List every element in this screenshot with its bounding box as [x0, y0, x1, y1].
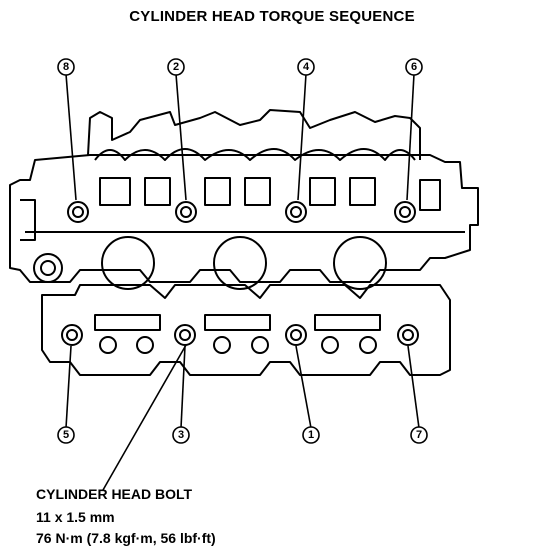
- callout-1: 1: [308, 429, 314, 441]
- leader-5: [65, 345, 72, 429]
- port-bore-center: [213, 236, 267, 290]
- callout-circle-8: [57, 58, 75, 76]
- callout-3: 3: [178, 429, 184, 441]
- callout-6: 6: [411, 61, 417, 73]
- bolt-8: [67, 201, 89, 223]
- callout-circle-3: [172, 426, 190, 444]
- bolt-extra-left: [33, 253, 63, 283]
- bolt-6: [394, 201, 416, 223]
- bolt-5: [61, 324, 83, 346]
- leader-2: [175, 73, 187, 201]
- bolt-name: CYLINDER HEAD BOLT: [36, 486, 193, 502]
- callout-circle-4: [297, 58, 315, 76]
- bolt-2: [175, 201, 197, 223]
- port-bore-left: [101, 236, 155, 290]
- leader-7: [407, 345, 420, 429]
- leader-3: [180, 345, 186, 429]
- bolt-3: [174, 324, 196, 346]
- head-left-detail: [20, 199, 36, 241]
- callout-4: 4: [303, 61, 310, 73]
- leader-1: [295, 345, 312, 429]
- leader-8: [65, 73, 77, 201]
- callout-circle-6: [405, 58, 423, 76]
- cam-lobes: [94, 148, 416, 161]
- leader-4: [297, 73, 307, 201]
- cam-housing: [87, 109, 421, 160]
- head-outline: [9, 154, 479, 283]
- diagram-title: CYLINDER HEAD TORQUE SEQUENCE: [129, 8, 415, 25]
- callout-8: 8: [63, 61, 69, 73]
- bolt-1: [285, 324, 307, 346]
- lower-deck-inner: [94, 314, 381, 331]
- callout-circle-1: [302, 426, 320, 444]
- journal-blocks: [99, 177, 441, 211]
- leader-bolt-spec: [102, 344, 187, 491]
- bolt-size: 11 x 1.5 mm: [36, 509, 115, 525]
- callout-circle-5: [57, 426, 75, 444]
- lower-deck: [41, 284, 451, 376]
- callout-5: 5: [63, 429, 69, 441]
- bolt-4: [285, 201, 307, 223]
- callout-2: 2: [173, 61, 179, 73]
- callout-circle-7: [410, 426, 428, 444]
- bolt-torque: 76 N·m (7.8 kgf·m, 56 lbf·ft): [36, 530, 216, 546]
- callout-7: 7: [416, 429, 422, 441]
- callout-circle-2: [167, 58, 185, 76]
- bolt-7: [397, 324, 419, 346]
- leader-6: [406, 73, 415, 201]
- port-bore-right: [333, 236, 387, 290]
